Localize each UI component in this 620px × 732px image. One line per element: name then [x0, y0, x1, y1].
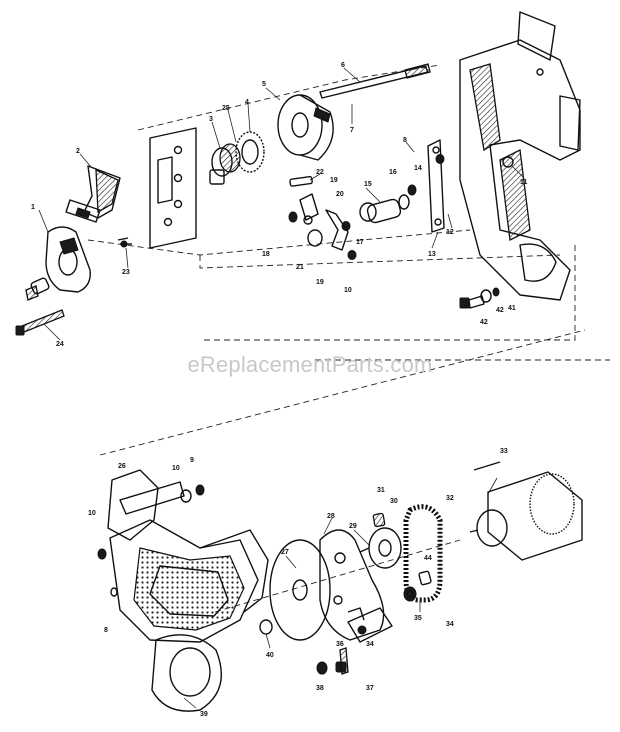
callout-33: 33	[500, 448, 508, 455]
callout-2: 2	[76, 148, 80, 155]
callout-36: 36	[336, 641, 344, 648]
callout-16: 16	[389, 169, 397, 176]
callout-9: 9	[190, 457, 194, 464]
part-30-pulley	[359, 512, 402, 569]
part-28-plate	[319, 529, 393, 643]
callout-8-lower: 8	[104, 627, 108, 634]
callout-3: 3	[209, 116, 213, 123]
callout-30: 30	[390, 498, 398, 505]
callout-13: 13	[428, 251, 436, 258]
part-1-handle	[25, 226, 91, 301]
callout-37: 37	[366, 685, 374, 692]
callout-22: 22	[316, 169, 324, 176]
callout-12: 12	[446, 229, 454, 236]
part-6-shaft	[319, 63, 431, 99]
callout-4: 4	[245, 99, 249, 106]
callout-40: 40	[266, 652, 274, 659]
callout-10-middle: 10	[172, 465, 180, 472]
callout-31: 31	[377, 487, 385, 494]
callout-19-upper: 19	[330, 177, 338, 184]
part-41-42-bolt	[459, 287, 500, 309]
callout-10-upper: 10	[344, 287, 352, 294]
callout-38: 38	[316, 685, 324, 692]
callout-15: 15	[364, 181, 372, 188]
part-33-motor	[469, 461, 583, 561]
callout-23: 23	[122, 269, 130, 276]
part-5-drum	[277, 94, 334, 161]
callout-26: 26	[118, 463, 126, 470]
parts-lower-small	[316, 570, 432, 675]
callout-7: 7	[350, 127, 354, 134]
callout-35: 35	[414, 615, 422, 622]
callout-21: 21	[296, 264, 304, 271]
callout-25-upper: 25	[222, 105, 230, 112]
part-26-bracket	[107, 469, 185, 541]
callout-34-right: 34	[446, 621, 454, 628]
part-39-ring	[151, 634, 223, 712]
part-32-belt	[403, 504, 443, 603]
mounting-plate	[149, 127, 197, 249]
callout-19-lower: 19	[316, 279, 324, 286]
callout-42-left: 42	[480, 319, 488, 326]
upper-housing	[459, 11, 581, 301]
callout-44: 44	[424, 555, 432, 562]
callout-14: 14	[414, 165, 422, 172]
callout-24: 24	[56, 341, 64, 348]
part-3-gear	[209, 143, 241, 185]
callout-8-upper: 8	[403, 137, 407, 144]
callout-6: 6	[341, 62, 345, 69]
callout-20: 20	[336, 191, 344, 198]
callout-10-left: 10	[88, 510, 96, 517]
belt-guard-frame	[109, 519, 269, 643]
callout-28: 28	[327, 513, 335, 520]
callout-27: 27	[281, 549, 289, 556]
callout-11: 11	[520, 179, 528, 186]
callout-18: 18	[262, 251, 270, 258]
part-4-gear-ring	[235, 131, 265, 173]
callout-42-right: 42	[496, 307, 504, 314]
part-2-lever	[65, 165, 121, 223]
part-27-disc	[269, 539, 331, 641]
callout-41: 41	[508, 305, 516, 312]
part-13-arm	[427, 139, 445, 233]
assembly-lines	[87, 64, 610, 613]
callout-1: 1	[31, 204, 35, 211]
callout-labels: 1 2 3 4 25 5 6 7 8 22 19 20 18 21 15 16 …	[31, 62, 528, 718]
part-23-24-screws	[15, 237, 129, 336]
callout-17: 17	[356, 239, 364, 246]
callout-29: 29	[349, 523, 357, 530]
callout-34-lower: 34	[366, 641, 374, 648]
callout-39: 39	[200, 711, 208, 718]
leader-lines	[38, 67, 525, 709]
parts-lower-bushings	[97, 484, 273, 635]
callout-32: 32	[446, 495, 454, 502]
callout-5: 5	[262, 81, 266, 88]
